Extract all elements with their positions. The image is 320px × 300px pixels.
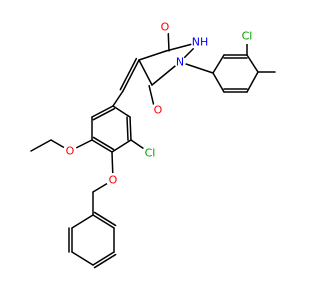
bond-p1-p2 — [71, 214, 94, 229]
bond-b4-b5 — [91, 139, 113, 153]
atom-o-ethoxy: O — [63, 144, 77, 158]
atom-o-top-label: O — [161, 21, 170, 34]
bond-C3-M1 — [119, 57, 138, 91]
bond-b2-b3 — [129, 116, 132, 141]
atom-nh-label: NH — [192, 36, 209, 49]
bond-E1-E2 — [30, 139, 52, 152]
bond-C2-C3 — [138, 59, 153, 86]
bond-b2-b3 — [126, 116, 129, 141]
bond-p4-p5 — [93, 253, 117, 269]
atom-o-bottom: O — [151, 103, 165, 117]
bonds — [30, 26, 276, 269]
bond-a1-a2 — [212, 54, 225, 74]
atom-o-top: O — [158, 20, 172, 34]
bond-a4-a5 — [246, 71, 259, 93]
bond-C3-C1 — [138, 50, 167, 61]
bond-p6-p1 — [92, 214, 115, 229]
atom-n: N — [174, 56, 186, 69]
atom-cl-right-label: Cl — [242, 30, 253, 43]
atom-cl-right: Cl — [239, 28, 255, 44]
bond-b1-b2 — [112, 105, 131, 118]
atom-cl-ring-label: Cl — [145, 147, 156, 160]
atom-nh: NH — [191, 33, 209, 51]
bond-b4-b5 — [92, 136, 115, 151]
bond-a3-a4 — [246, 54, 259, 73]
atom-o-benzyloxy: O — [106, 173, 120, 187]
atom-o-ethoxy-label: O — [66, 145, 75, 158]
atom-o-benzyloxy-label: O — [109, 174, 118, 187]
atom-o-bottom-label: O — [154, 104, 163, 117]
bond-M1-C7 — [112, 90, 124, 107]
bond-a6-a1 — [212, 72, 225, 93]
bond-b6-b1 — [91, 105, 114, 118]
atom-n-label: N — [176, 56, 184, 69]
bond-N-C2 — [151, 61, 181, 86]
bond-p6-p1 — [93, 211, 117, 227]
bond-C3-M1 — [122, 59, 140, 92]
bond-p3-p4 — [71, 251, 94, 266]
bond-p4-p5 — [92, 251, 115, 266]
bond-b3-b4 — [111, 139, 132, 153]
bond-b6-b1 — [92, 107, 116, 121]
atom-labels: O NH N O Cl Cl O O — [63, 20, 255, 187]
molecule-structure: O NH N O Cl Cl O O — [30, 20, 276, 269]
atom-cl-ring: Cl — [142, 145, 158, 161]
